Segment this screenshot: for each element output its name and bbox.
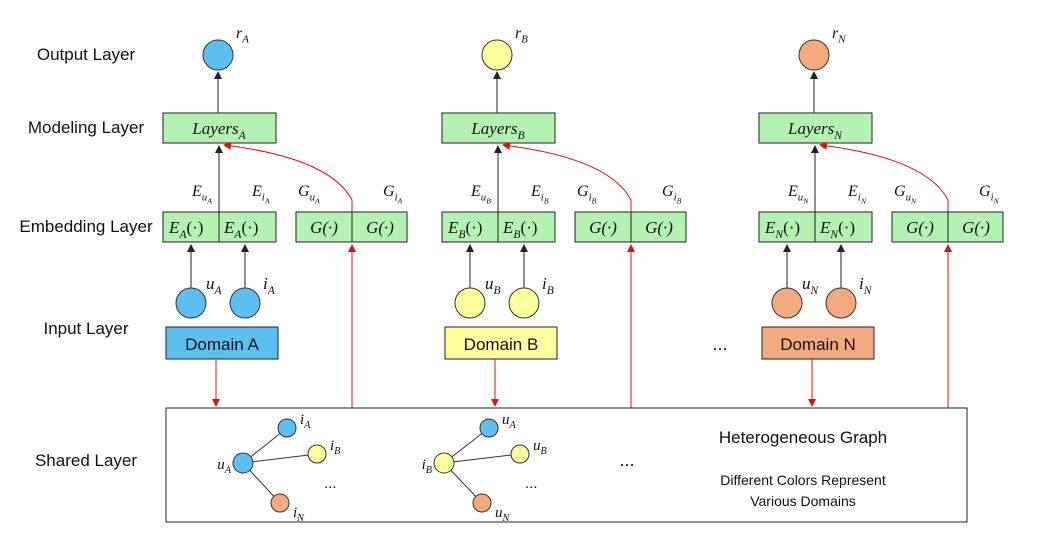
user-label-b: uB — [485, 274, 501, 297]
g-cell-user-a: G(·) — [310, 218, 338, 237]
emb-u-label-a: EuA — [191, 183, 212, 205]
item-label-a: iA — [263, 274, 276, 297]
g-i-label-a: GiA — [383, 183, 403, 205]
graph-dots: ... — [324, 475, 337, 492]
modeling-box-a — [162, 112, 277, 144]
emb-u-label-n: EuN — [787, 183, 809, 205]
emb-i-label-a: EiA — [251, 183, 270, 205]
emb-cell-item-n: EN(·) — [819, 218, 855, 241]
modeling-label-b: LayersB — [470, 119, 524, 142]
graph-note-line2: Various Domains — [750, 493, 856, 509]
graph-middle-ellipsis: ... — [619, 450, 634, 470]
domain-box-n — [761, 326, 875, 360]
user-node-n — [771, 287, 803, 319]
arrow-graph-emb-to-modeling — [502, 141, 632, 212]
domain-box-b — [444, 326, 558, 360]
modeling-layer-label: Modeling Layer — [28, 118, 145, 137]
graph-node-label: iA — [300, 412, 311, 431]
emb-i-label-n: EiN — [847, 183, 867, 205]
graph-node-label: uB — [533, 438, 547, 457]
domain-box-a — [165, 326, 279, 360]
g-u-label-b: GiB — [577, 183, 597, 205]
item-label-n: iN — [859, 274, 873, 297]
graph-node-label: iB — [330, 438, 340, 457]
emb-cell-item-a: EA(·) — [223, 218, 258, 241]
domain-column-a: rA LayersA EuA EiA GuA GiA EA(·) EA(·) G(·) G(·) u… — [162, 25, 408, 408]
graph-node — [479, 418, 499, 438]
modeling-label-a: LayersA — [191, 119, 246, 142]
output-node-a — [202, 39, 234, 71]
user-label-n: uN — [802, 274, 820, 297]
g-u-label-n: GuN — [894, 183, 917, 205]
g-cell-user-n: G(·) — [906, 218, 934, 237]
input-layer-label: Input Layer — [43, 319, 128, 338]
g-i-label-b: GiB — [662, 183, 682, 205]
output-layer-label: Output Layer — [37, 45, 136, 64]
output-label-a: rA — [236, 25, 249, 45]
domain-label-a: Domain A — [185, 335, 259, 354]
domain-columns: rA LayersA EuA EiA GuA GiA EA(·) EA(·) G(·) G(·) u… — [162, 25, 1004, 408]
graph-center-label: uA — [217, 457, 232, 476]
domain-ellipsis: ... — [712, 334, 727, 354]
g-u-label-a: GuA — [298, 183, 320, 205]
embedding-layer-label: Embedding Layer — [19, 217, 153, 236]
g-cell-item-a: G(·) — [366, 218, 394, 237]
emb-u-label-b: EuB — [470, 183, 491, 205]
arrow-graph-emb-to-modeling — [223, 141, 353, 212]
item-node-a — [229, 287, 261, 319]
emb-cell-user-n: EN(·) — [764, 218, 800, 241]
domain-column-n: rN LayersN EuN EiN GuN GiN EN(·) EN(·) G(·) G(·) u… — [758, 25, 1004, 408]
output-node-n — [798, 39, 830, 71]
graph-node-label: uN — [495, 505, 511, 524]
user-node-a — [175, 287, 207, 319]
graph-center-label: iB — [422, 457, 432, 476]
graph-node — [307, 444, 327, 464]
g-cell-item-n: G(·) — [962, 218, 990, 237]
domain-label-b: Domain B — [464, 335, 539, 354]
modeling-label-n: LayersN — [787, 119, 843, 142]
emb-cell-user-b: EB(·) — [447, 218, 482, 241]
domain-column-b: rB LayersB EuB EiB GiB GiB EB(·) EB(·) G(·) G(·) u… — [441, 25, 687, 408]
graph-node — [270, 493, 290, 513]
graph-title: Heterogeneous Graph — [719, 428, 887, 447]
output-node-b — [481, 39, 513, 71]
arrow-graph-emb-to-modeling — [819, 141, 949, 212]
item-node-n — [825, 287, 857, 319]
graph-edge — [242, 453, 318, 464]
emb-cell-user-a: EA(·) — [168, 218, 203, 241]
subgraph-item-b: uA uB uN iB... — [422, 412, 547, 524]
graph-node — [277, 418, 297, 438]
graph-edge — [443, 453, 521, 464]
modeling-box-b — [441, 112, 556, 144]
g-cell-user-b: G(·) — [589, 218, 617, 237]
user-node-b — [454, 287, 486, 319]
graph-dots: ... — [525, 475, 538, 492]
graph-node — [510, 444, 530, 464]
item-label-b: iB — [542, 274, 554, 297]
item-node-b — [508, 287, 540, 319]
g-i-label-n: GiN — [979, 183, 1000, 205]
heterogeneous-graph: iA iB iN uA... uA uB uN iB... — [217, 412, 546, 524]
heterogeneous-graph-box — [165, 407, 968, 523]
emb-i-label-b: EiB — [530, 183, 549, 205]
graph-center-node — [232, 452, 254, 474]
graph-note-line1: Different Colors Represent — [720, 472, 886, 488]
domain-label-n: Domain N — [780, 335, 856, 354]
shared-layer-label: Shared Layer — [35, 451, 137, 470]
g-cell-item-b: G(·) — [645, 218, 673, 237]
graph-node — [472, 493, 492, 513]
modeling-box-n — [758, 112, 873, 144]
output-label-n: rN — [832, 25, 846, 45]
output-label-b: rB — [515, 25, 528, 45]
graph-node-label: iN — [293, 505, 305, 524]
graph-node-label: uA — [502, 412, 517, 431]
user-label-a: uA — [206, 274, 223, 297]
subgraph-user-a: iA iB iN uA... — [217, 412, 340, 524]
graph-center-node — [433, 452, 455, 474]
emb-cell-item-b: EB(·) — [502, 218, 537, 241]
